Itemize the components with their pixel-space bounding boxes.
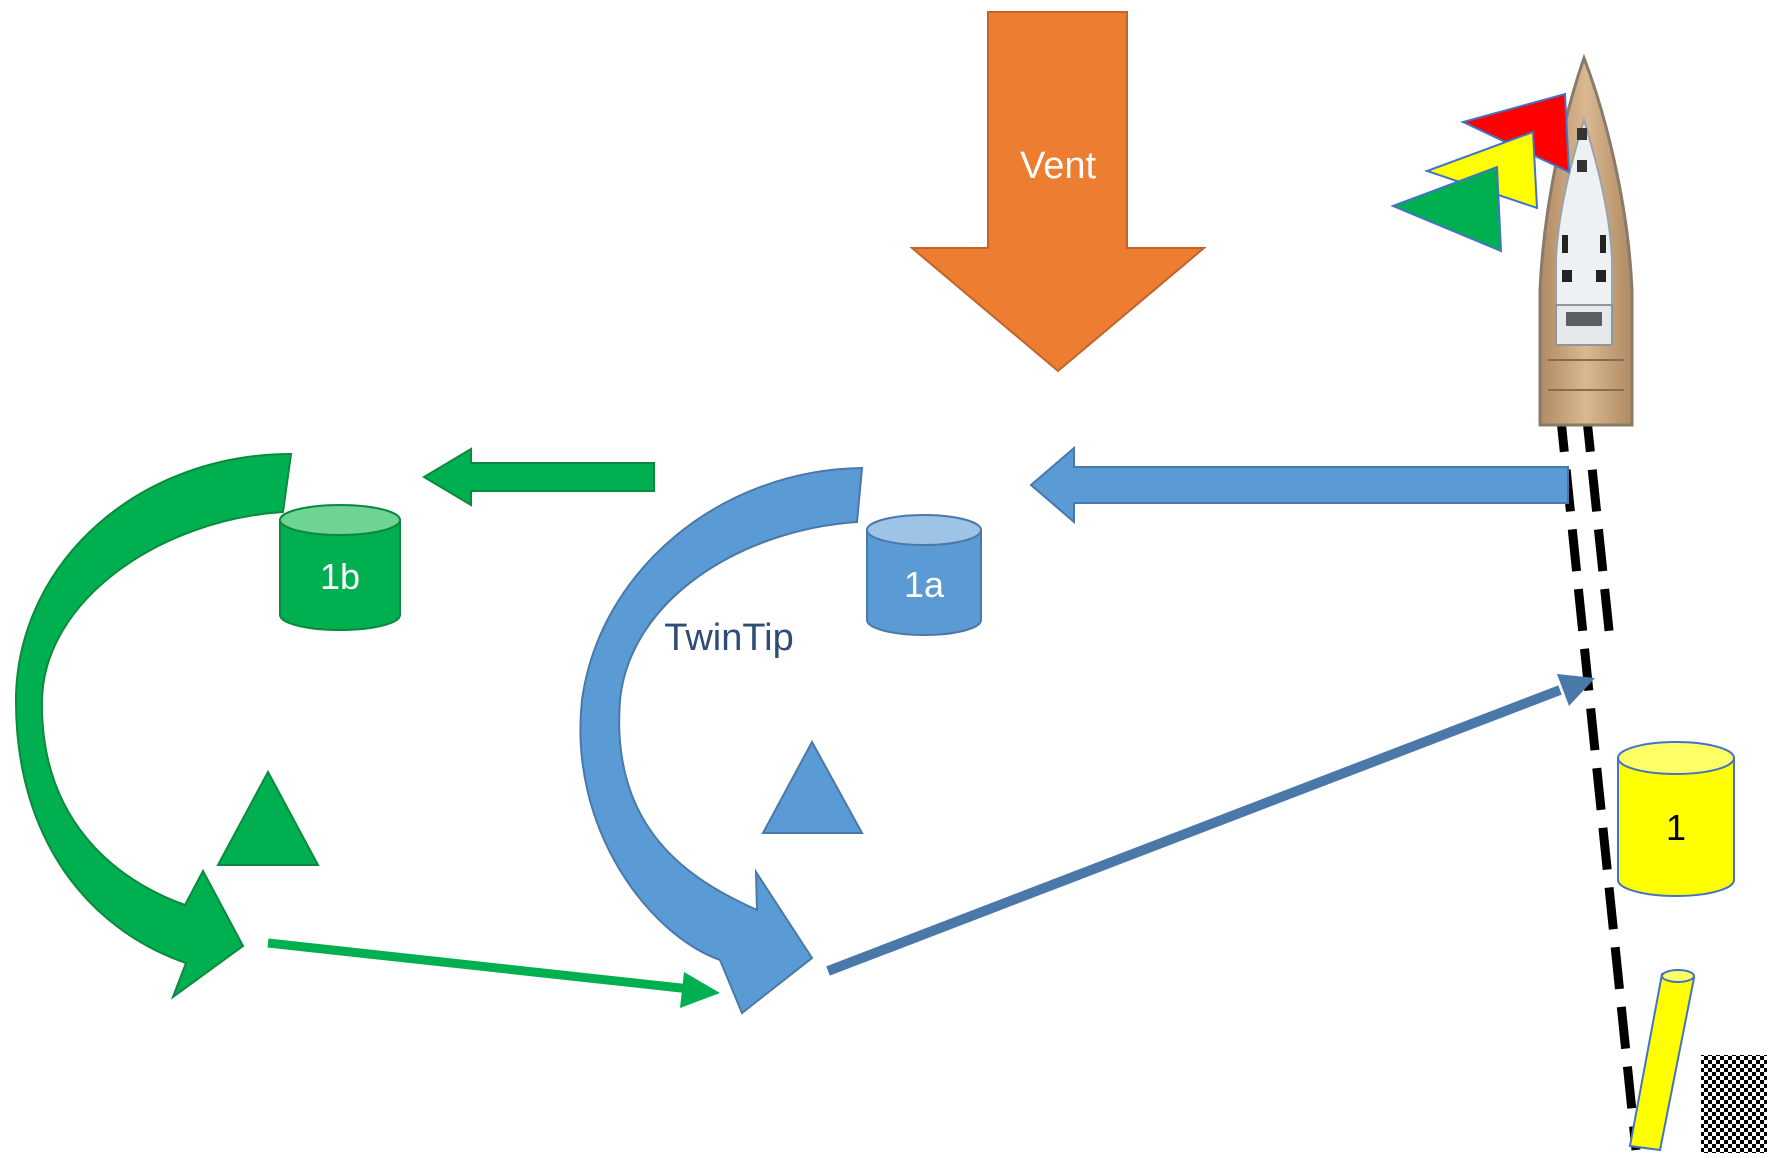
leg-arrow-green-bottom — [267, 938, 720, 1008]
buoy-1-top — [1617, 741, 1735, 775]
green-flag-icon — [1390, 165, 1503, 253]
wind-label: Vent — [1020, 145, 1097, 187]
rounding-arrow-green — [14, 452, 293, 1000]
leg-arrow-blue-diagonal-shaft — [826, 685, 1562, 976]
leg-arrow-green-bottom-head — [680, 972, 720, 1008]
buoy-1a: 1a — [866, 514, 982, 636]
buoy-1b-label: 1b — [320, 556, 360, 597]
buoy-1a-label: 1a — [904, 564, 945, 605]
buoy-1a-top — [866, 514, 982, 546]
leg-arrow-green — [422, 447, 655, 507]
leg-arrow-green-bottom-shaft — [267, 938, 691, 994]
triangle-mark-green — [216, 769, 320, 866]
signal-flags — [1390, 92, 1571, 253]
boat-window-4 — [1596, 270, 1606, 282]
rounding-arrow-blue — [579, 466, 864, 1015]
checkered-flag-icon — [1701, 1055, 1767, 1153]
finish-pole — [1628, 969, 1696, 1152]
start-line-dash-b — [1581, 409, 1615, 641]
buoy-1b-top — [279, 504, 401, 536]
start-line-dash-a — [1555, 409, 1641, 1151]
buoy-1b-body — [279, 519, 401, 631]
leg-arrow-blue-diagonal — [826, 674, 1595, 976]
boat-window-1 — [1562, 235, 1568, 253]
upwind-arrow-blue — [1029, 445, 1569, 525]
wind-arrow-shape — [909, 11, 1207, 373]
boat-cockpit-seat — [1566, 312, 1602, 326]
buoy-1: 1 — [1617, 741, 1735, 897]
twintip-label: TwinTip — [664, 617, 794, 659]
buoy-1-label: 1 — [1666, 807, 1686, 848]
buoy-1b: 1b — [279, 504, 401, 631]
finish-pole-icon — [1628, 972, 1696, 1152]
boat-window-2 — [1600, 235, 1606, 253]
buoy-1a-body — [866, 529, 982, 636]
triangle-mark-blue — [761, 739, 864, 834]
leg-arrow-blue-diagonal-head — [1557, 674, 1595, 706]
finish-pole-top — [1661, 969, 1695, 983]
buoy-1-body — [1617, 757, 1735, 897]
boat-hatch-1 — [1577, 128, 1587, 140]
boat-hatch-2 — [1577, 160, 1587, 172]
start-line — [1555, 409, 1641, 1151]
boat-cockpit — [1555, 304, 1613, 346]
boat-window-3 — [1562, 270, 1572, 282]
wind-arrow: Vent — [909, 11, 1207, 373]
